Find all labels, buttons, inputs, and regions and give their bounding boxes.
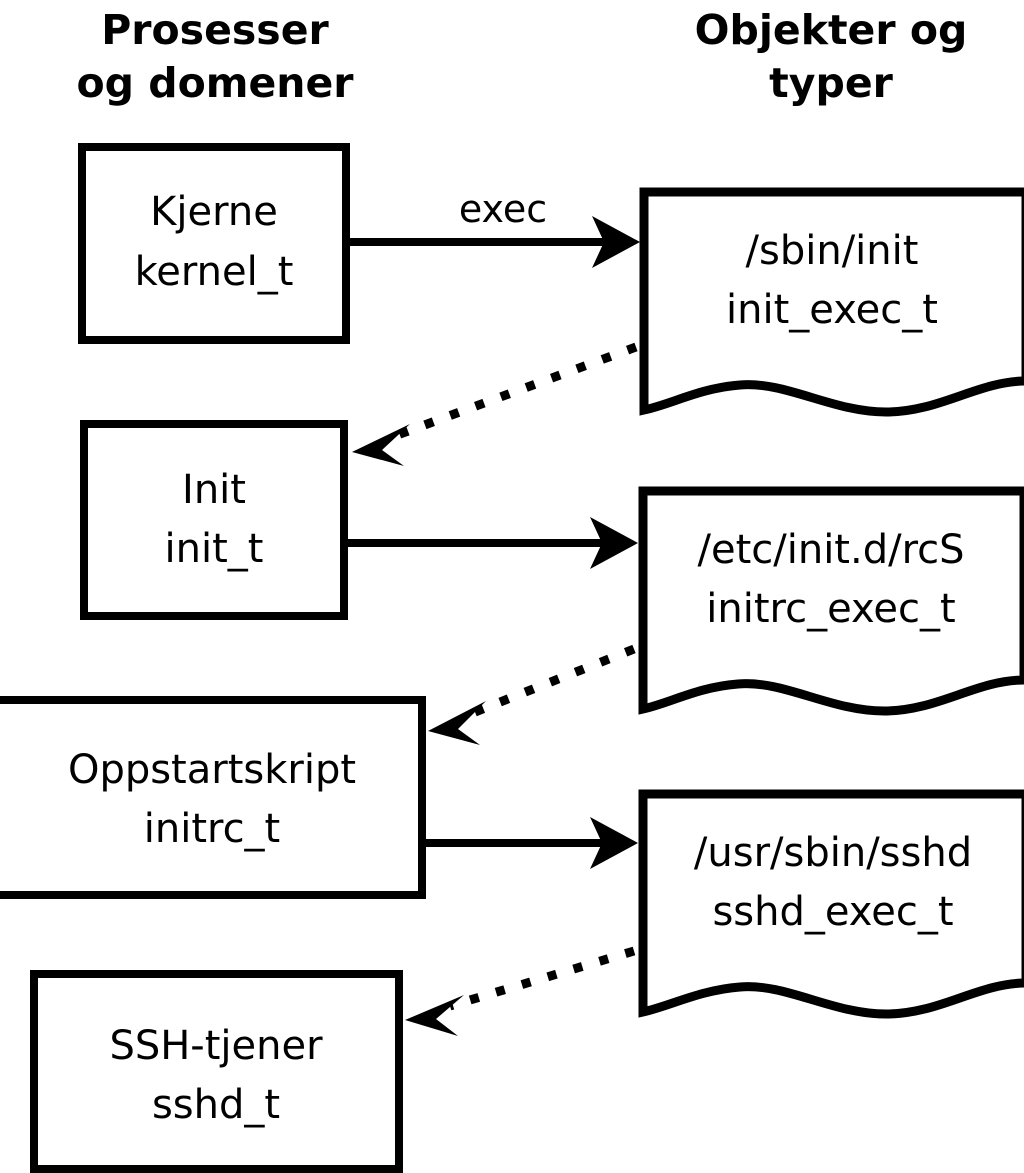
edge-kernel-to-init-exec: exec [350, 187, 640, 268]
arrow-head-init-to-initrc-exec [590, 517, 638, 569]
process-node-initrc-line2: initrc_t [144, 806, 281, 852]
edge-init-exec-to-init [352, 342, 638, 466]
edge-line-sshd-exec-to-sshd [448, 946, 636, 1011]
column-title-left-line1: Prosesser [101, 6, 329, 54]
object-node-initrc-exec-line1: /etc/init.d/rcS [697, 527, 964, 573]
object-node-sshd-exec-line2: sshd_exec_t [712, 889, 953, 935]
column-title-right-line1: Objekter og [695, 6, 968, 54]
process-node-init-line2: init_t [165, 526, 264, 572]
column-title-right-line2: typer [769, 59, 893, 107]
object-node-initrc-exec-shape[interactable] [638, 486, 1024, 716]
column-title-right: Objekter og typer [695, 6, 968, 107]
column-title-left-line2: og domener [76, 59, 354, 107]
process-node-sshd-line1: SSH-tjener [109, 1023, 323, 1069]
process-node-initrc-box[interactable] [0, 696, 426, 899]
process-node-initrc[interactable]: Oppstartskript initrc_t [0, 696, 426, 899]
object-node-sshd-exec-line1: /usr/sbin/sshd [694, 830, 972, 876]
arrow-head-exec [592, 216, 640, 268]
object-node-sshd-exec-shape[interactable] [638, 789, 1024, 1019]
object-node-init-exec[interactable]: /sbin/init init_exec_t [639, 187, 1024, 417]
process-node-kernel[interactable]: Kjerne kernel_t [78, 143, 350, 344]
object-node-init-exec-line1: /sbin/init [746, 228, 919, 274]
column-title-left: Prosesser og domener [76, 6, 354, 107]
arrow-head-initrc-to-sshd-exec [590, 817, 638, 869]
process-node-sshd-line2: sshd_t [152, 1082, 280, 1128]
process-node-kernel-box[interactable] [78, 143, 350, 344]
edge-initrc-to-sshd-exec [426, 817, 638, 869]
object-node-sshd-exec[interactable]: /usr/sbin/sshd sshd_exec_t [638, 789, 1024, 1019]
edge-init-to-initrc-exec [348, 517, 638, 569]
object-node-init-exec-shape[interactable] [639, 187, 1024, 417]
process-node-init-line1: Init [182, 467, 246, 513]
process-node-kernel-line1: Kjerne [150, 189, 278, 235]
edge-label-exec: exec [459, 187, 547, 231]
process-node-sshd[interactable]: SSH-tjener sshd_t [30, 970, 403, 1173]
process-node-kernel-line2: kernel_t [135, 249, 294, 295]
object-node-initrc-exec[interactable]: /etc/init.d/rcS initrc_exec_t [638, 486, 1024, 716]
edge-sshd-exec-to-sshd [405, 946, 636, 1036]
process-node-sshd-box[interactable] [30, 970, 403, 1173]
arrow-head-sshd-exec-to-sshd [405, 995, 464, 1036]
process-node-init-box[interactable] [80, 420, 348, 620]
process-node-initrc-line1: Oppstartskript [68, 747, 356, 793]
process-node-init[interactable]: Init init_t [80, 420, 348, 620]
edge-line-initrc-exec-to-initrc [468, 644, 636, 719]
edge-initrc-exec-to-initrc [428, 644, 636, 745]
arrow-head-init-exec-to-init [352, 424, 410, 466]
arrow-head-initrc-exec-to-initrc [428, 701, 486, 745]
object-node-initrc-exec-line2: initrc_exec_t [706, 586, 955, 632]
edge-line-init-exec-to-init [390, 342, 638, 442]
object-node-init-exec-line2: init_exec_t [726, 287, 938, 333]
